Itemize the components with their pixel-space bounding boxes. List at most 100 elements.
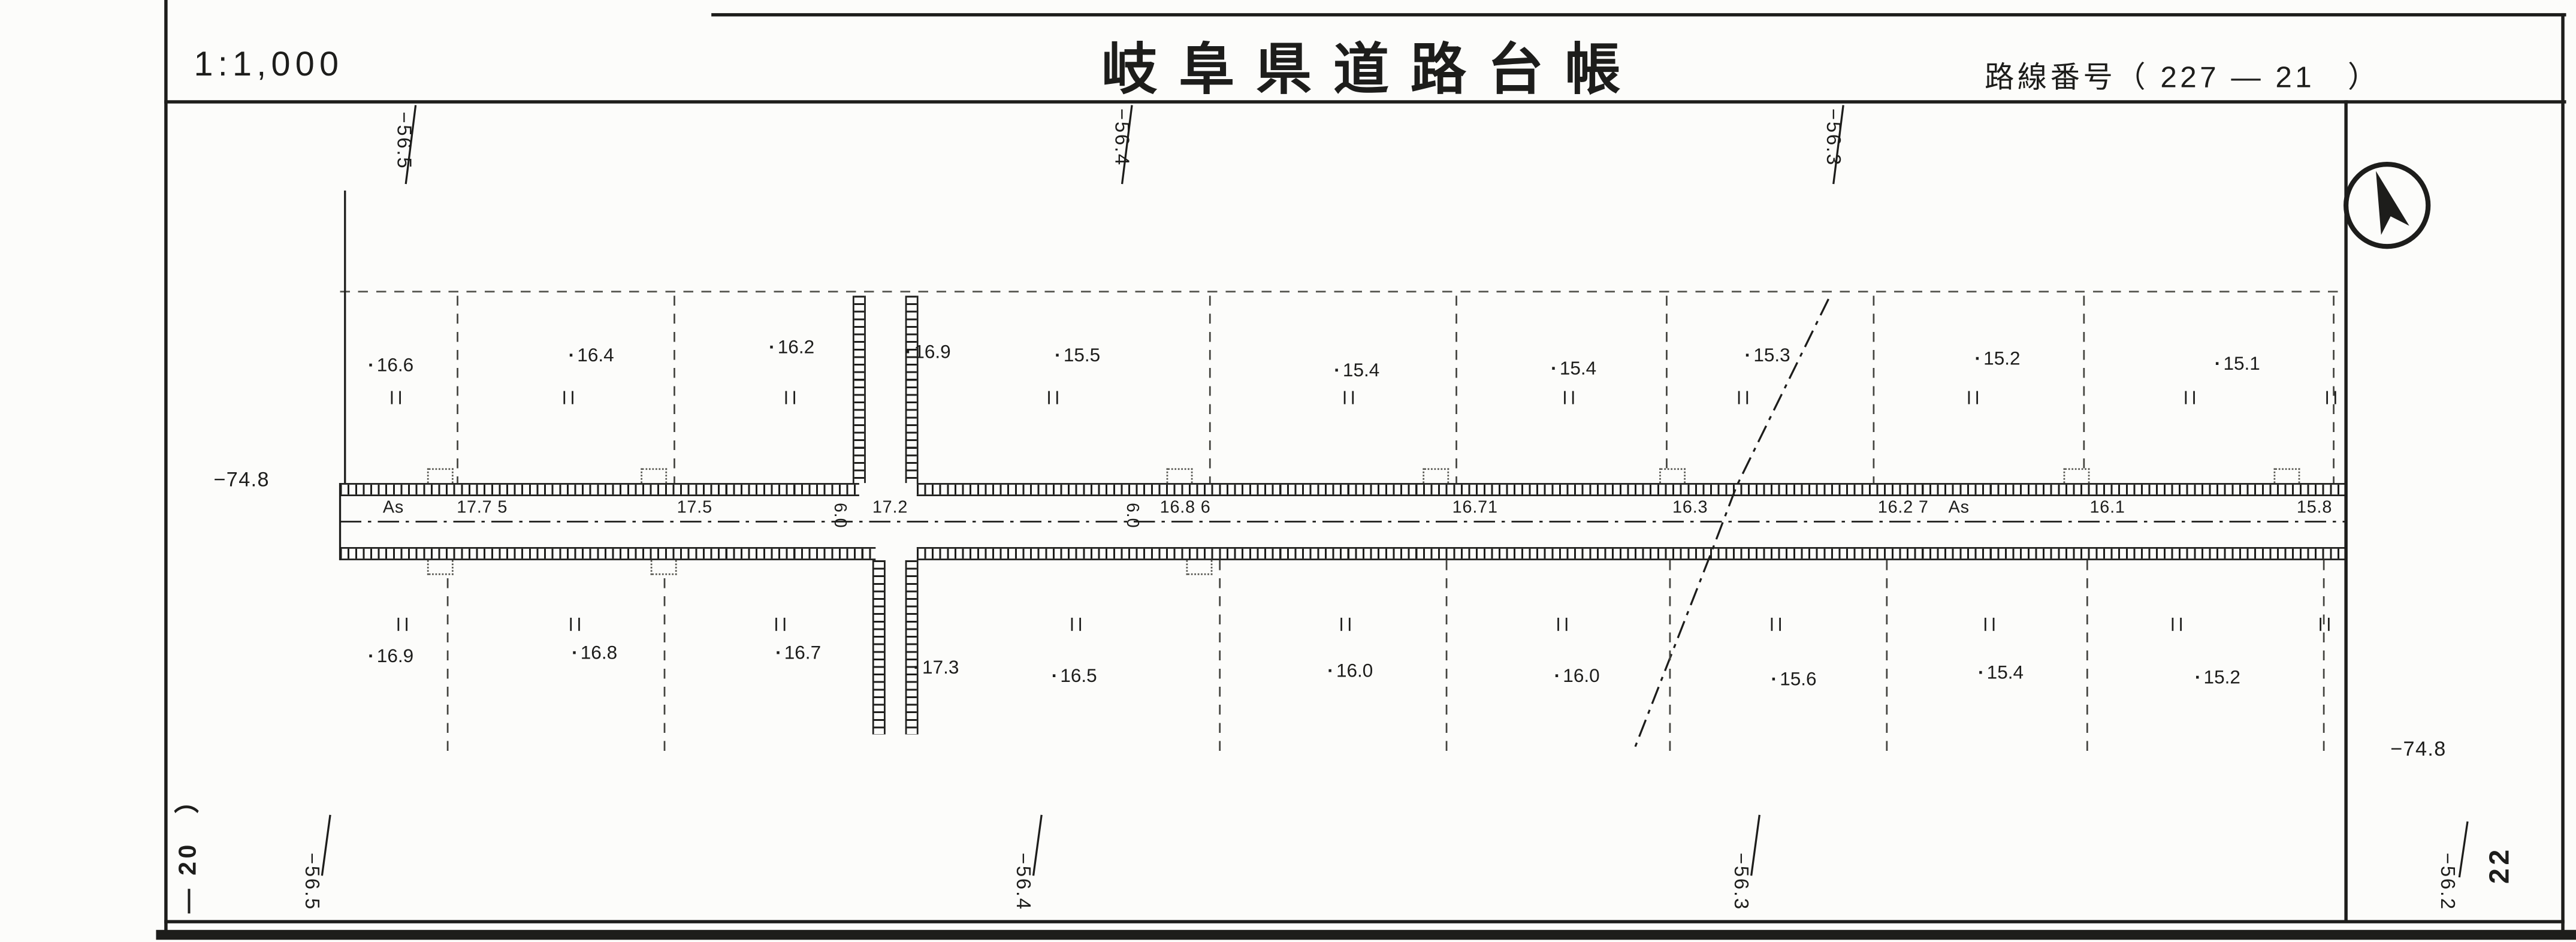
paddy-field-mark (1048, 391, 1058, 404)
driveway-mark (2273, 468, 2300, 484)
driveway-mark (1423, 468, 1449, 484)
driveway-mark (641, 468, 668, 484)
driveway-mark (1166, 468, 1193, 484)
spot-elevation: 15.2 (2195, 669, 2240, 689)
spot-elevation: 16.0 (1554, 667, 1599, 687)
sheet-edge-strip (156, 929, 2576, 940)
lot-boundary-line (1873, 295, 1875, 484)
road-edge-bottom (340, 547, 876, 560)
road-centerline (340, 521, 2347, 523)
grid-y-label: −74.8 (213, 468, 270, 491)
paddy-field-mark (1343, 391, 1353, 404)
grid-y-label: −74.8 (2390, 738, 2447, 761)
north-arrow-icon (2344, 162, 2431, 249)
spot-elevation: 15.1 (2215, 355, 2260, 375)
paddy-field-mark (570, 617, 579, 631)
cross-road-edge (872, 560, 886, 735)
grid-tick-line (1750, 814, 1760, 876)
paddy-field-mark (1738, 391, 1747, 404)
road-surface-label: 16.1 (2089, 497, 2125, 518)
paddy-field-mark (2320, 617, 2329, 631)
road-edge-top (916, 483, 2347, 496)
spot-elevation: 16.7 (775, 644, 821, 664)
grid-x-label: −56.3 (1822, 108, 1845, 167)
road-width-label: 6.0 (829, 502, 850, 529)
cross-road-edge (905, 560, 919, 735)
grid-tick-line (2458, 821, 2469, 878)
road-surface-label: 16.71 (1452, 497, 1498, 518)
spot-elevation: 16.0 (1327, 662, 1373, 682)
lot-boundary-line (1886, 560, 1888, 753)
lot-boundary-line (1455, 295, 1458, 484)
road-surface-label: 16.2 7 (1877, 497, 1929, 518)
spot-elevation: 16.5 (1052, 667, 1097, 687)
driveway-mark (1659, 468, 1686, 484)
driveway-mark (427, 560, 454, 575)
grid-x-label: −56.4 (1011, 852, 1035, 911)
grid-tick-line (1832, 105, 1844, 185)
lot-boundary-line (1669, 560, 1671, 753)
driveway-mark (427, 468, 454, 484)
grid-x-label: −56.2 (2436, 852, 2460, 911)
paddy-field-mark (775, 617, 785, 631)
road-surface-label: 17.5 (677, 497, 712, 518)
driveway-mark (650, 560, 677, 575)
paddy-field-mark (563, 391, 573, 404)
spot-elevation: 16.9 (905, 343, 950, 363)
lot-boundary-line (1219, 560, 1221, 753)
paddy-field-mark (1564, 391, 1574, 404)
sheet-border-top (711, 13, 2566, 17)
spot-elevation: 15.3 (1745, 346, 1790, 366)
road-surface-label: As (1948, 497, 1970, 518)
road-surface-label: 15.8 (2296, 497, 2333, 518)
lot-boundary-line (1209, 295, 1212, 484)
lot-boundary-line (2086, 560, 2089, 753)
cross-road-edge (852, 295, 866, 484)
header-rule (164, 100, 2566, 103)
road-surface-label: 17.7 5 (457, 497, 508, 518)
paddy-field-mark (1340, 617, 1350, 631)
lot-boundary-line (1666, 295, 1668, 484)
lot-boundary-line (2333, 295, 2335, 484)
road-surface-label: 16.8 6 (1159, 497, 1211, 518)
lot-boundary-line (663, 560, 666, 753)
grid-tick-line (404, 105, 417, 185)
grid-tick-line (321, 814, 331, 876)
paddy-field-mark (2185, 391, 2194, 404)
road-surface-label: 17.2 (872, 497, 908, 518)
paddy-field-mark (397, 617, 407, 631)
lot-boundary-line (446, 560, 449, 753)
map-scale: 1:1,000 (194, 46, 344, 84)
paddy-field-mark (785, 391, 795, 404)
grid-tick-line (1121, 105, 1133, 185)
lot-boundary-line (457, 295, 459, 484)
spot-elevation: 16.6 (368, 357, 413, 376)
road-width-label: 6.0 (1122, 502, 1142, 529)
spot-elevation: 15.2 (1975, 350, 2020, 370)
grid-x-label: −56.4 (1110, 108, 1134, 167)
grid-x-label: −56.5 (392, 111, 416, 170)
adjacent-sheet-label: — 20 ） (174, 785, 203, 914)
lot-boundary-line (2323, 560, 2326, 753)
grid-tick-line (1032, 814, 1043, 876)
road-edge-bottom (916, 547, 2347, 560)
road-surface-label: As (382, 497, 404, 518)
sheet-border-bottom (164, 920, 2565, 923)
driveway-mark (1186, 560, 1213, 575)
spot-elevation: 15.6 (1771, 671, 1816, 690)
route-number: 路線番号（ 227 — 21 ） (1984, 61, 2381, 94)
driveway-mark (2063, 468, 2090, 484)
paddy-field-mark (391, 391, 400, 404)
lot-boundary-line (1445, 560, 1448, 753)
lot-boundary-line (674, 295, 676, 484)
grid-x-label: −56.3 (1730, 852, 1753, 911)
spot-elevation: 16.9 (368, 647, 413, 667)
lot-back-line (340, 291, 2347, 293)
spot-elevation: 15.5 (1055, 346, 1100, 366)
spot-elevation: 15.4 (1551, 360, 1596, 379)
sheet-border-left (164, 0, 167, 932)
spot-elevation: 15.4 (1978, 664, 2024, 684)
lot-boundary-line (2083, 295, 2085, 484)
